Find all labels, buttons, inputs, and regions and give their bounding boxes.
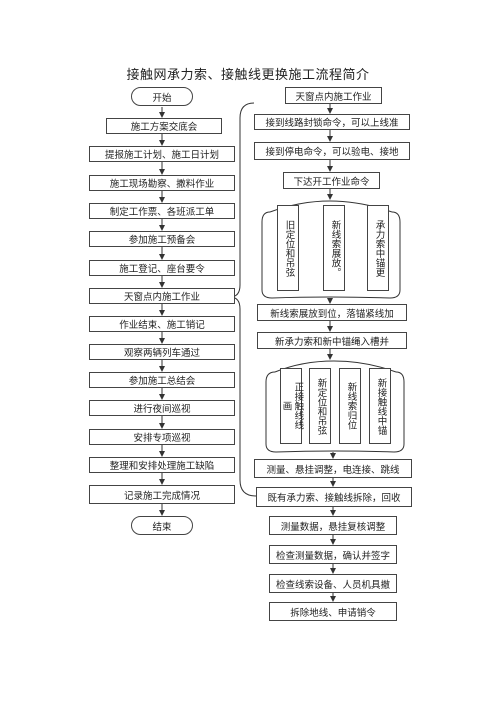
step-work-end: 作业结束、施工销记	[89, 316, 235, 332]
end-node: 结束	[131, 516, 193, 535]
step-registration: 施工登记、座台要令	[89, 260, 235, 276]
step-window-work: 天窗点内施工作业	[89, 288, 235, 304]
step-handle-defects: 整理和安排处理施工缺陷	[89, 457, 235, 473]
step-remove-ground: 拆除地线、申请销令	[269, 602, 397, 621]
step-site-survey: 施工现场勘察、撒料作业	[89, 175, 235, 191]
step-measure-adjust: 测量、悬挂调整，电连接、跳线	[254, 459, 412, 478]
step-submit-plans: 提报施工计划、施工日计划	[89, 146, 235, 162]
step-new-messenger-groove: 新承力索和新中锚绳入槽并	[257, 332, 407, 349]
group2-new-contact-anchor: 新接触线中锚	[369, 368, 391, 444]
step-measurement-check: 测量数据，悬挂复核调整	[269, 516, 397, 535]
group2-contact-wire: 正接触线线画	[280, 368, 303, 444]
step-night-patrol: 进行夜间巡视	[89, 400, 235, 416]
group1-messenger-anchor: 承力索中锚更	[367, 205, 389, 291]
step-remove-old-wire: 既有承力索、接触线拆除，回收	[256, 487, 412, 507]
step-observe-trains: 观察两辆列车通过	[89, 344, 235, 360]
step-plan-briefing: 施工方案交底会	[106, 118, 222, 134]
start-node: 开始	[131, 87, 193, 106]
page-title: 接触网承力索、接触线更换施工流程简介	[126, 68, 370, 83]
group1-old-positioning: 旧定位和吊弦	[277, 205, 299, 291]
right-header-window-work: 天窗点内施工作业	[285, 87, 382, 104]
step-start-work-order: 下达开工作业命令	[283, 172, 380, 189]
step-work-tickets: 制定工作票、各班派工单	[89, 203, 235, 219]
step-line-block-order: 接到线路封锁命令，可以上线准	[254, 114, 410, 130]
step-summary-meeting: 参加施工总结会	[89, 372, 235, 388]
step-special-patrol: 安排专项巡视	[89, 429, 235, 445]
group1-new-wire-laying: 新线索展放。	[323, 205, 345, 291]
step-equipment-withdraw: 检查线索设备、人员机具撤	[269, 574, 397, 593]
group2-new-positioning: 新定位和吊弦	[309, 368, 331, 444]
group2-new-wire-reset: 新线索归位	[339, 368, 361, 444]
step-power-off-order: 接到停电命令，可以验电、接地	[254, 142, 410, 160]
step-pre-meeting: 参加施工预备会	[89, 231, 235, 247]
step-confirm-sign: 检查测量数据，确认并签字	[269, 545, 397, 564]
step-record-completion: 记录施工完成情况	[89, 485, 235, 504]
step-new-wire-tension: 新线索展放到位，落锚紧线加	[257, 304, 407, 321]
